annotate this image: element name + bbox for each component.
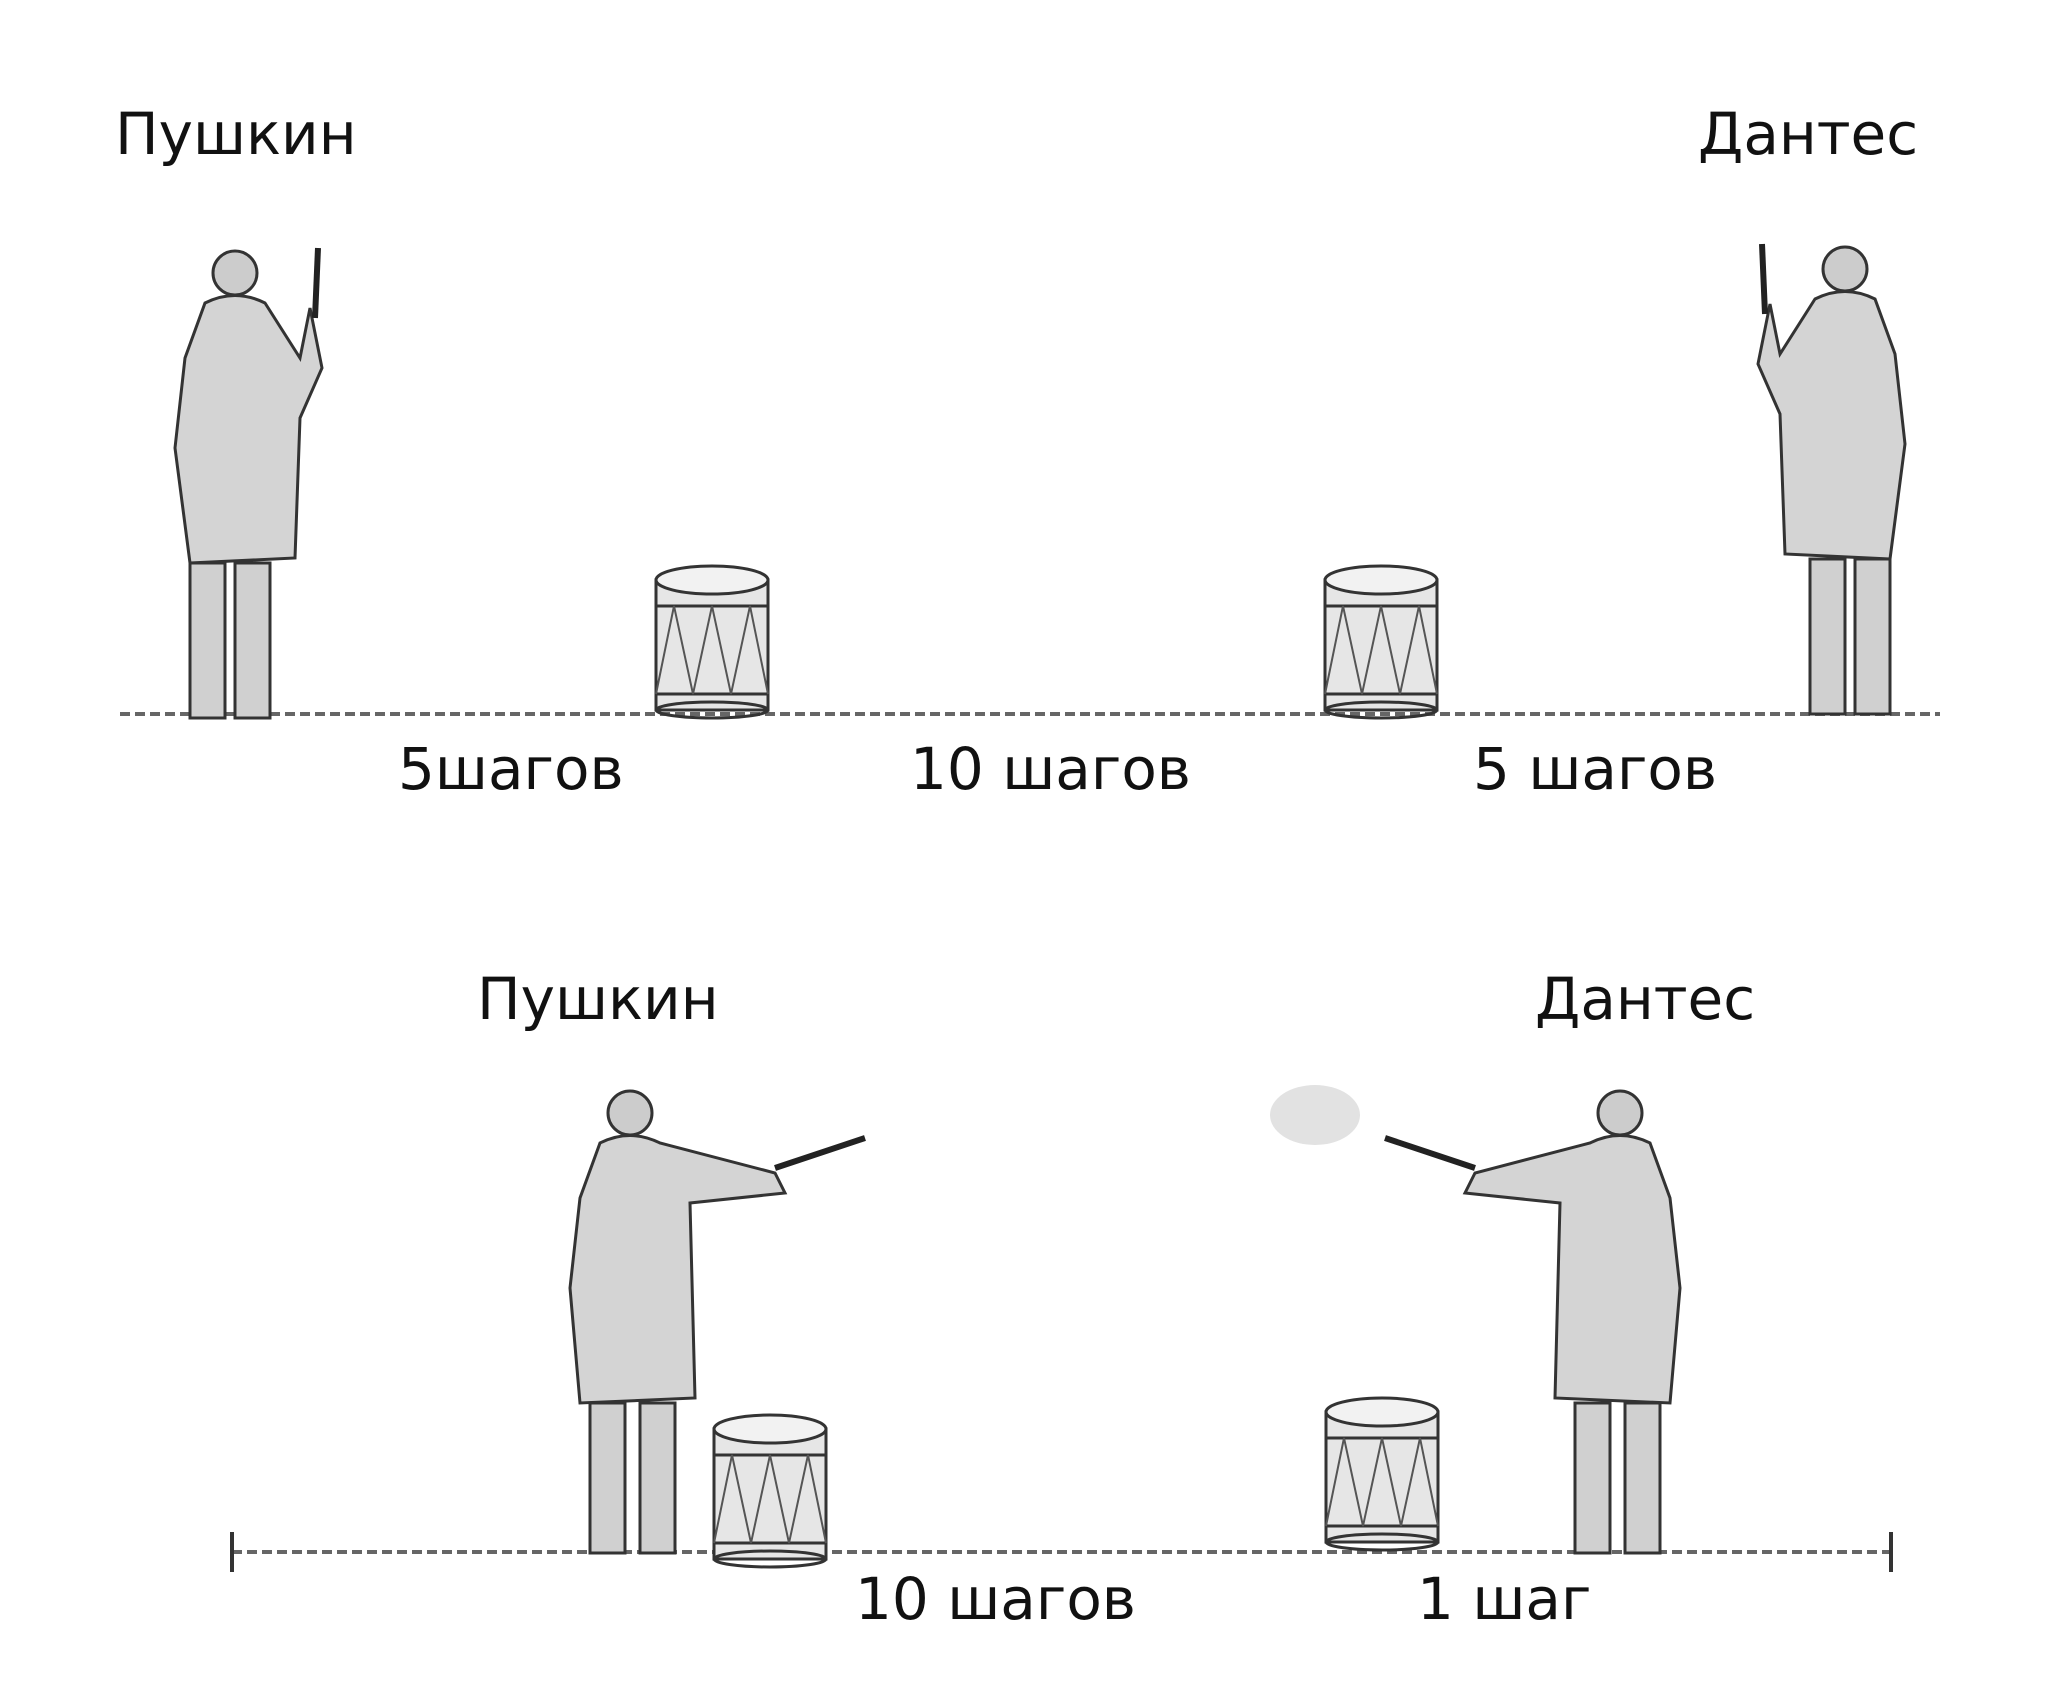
dantes-label-bottom: Дантес <box>1535 965 1756 1033</box>
distance-label-one-step: 1 шаг <box>1417 1565 1592 1633</box>
drum-barrier-right-top <box>1323 564 1439 720</box>
dantes-figure-top <box>1758 244 1905 714</box>
pushkin-label-bottom: Пушкин <box>477 965 719 1033</box>
distance-label-right: 5 шагов <box>1473 735 1718 803</box>
distance-label-middle: 10 шагов <box>910 735 1191 803</box>
drum-barrier-left-top <box>654 564 770 720</box>
gun-smoke <box>1270 1085 1360 1145</box>
pushkin-figure-top <box>175 248 322 718</box>
drum-barrier-right-bottom <box>1324 1396 1440 1552</box>
drum-barrier-left-bottom <box>712 1413 828 1569</box>
distance-label-ten-steps: 10 шагов <box>855 1565 1136 1633</box>
pushkin-label-top: Пушкин <box>115 100 357 168</box>
dantes-label-top: Дантес <box>1698 100 1919 168</box>
distance-label-left: 5шагов <box>398 735 624 803</box>
